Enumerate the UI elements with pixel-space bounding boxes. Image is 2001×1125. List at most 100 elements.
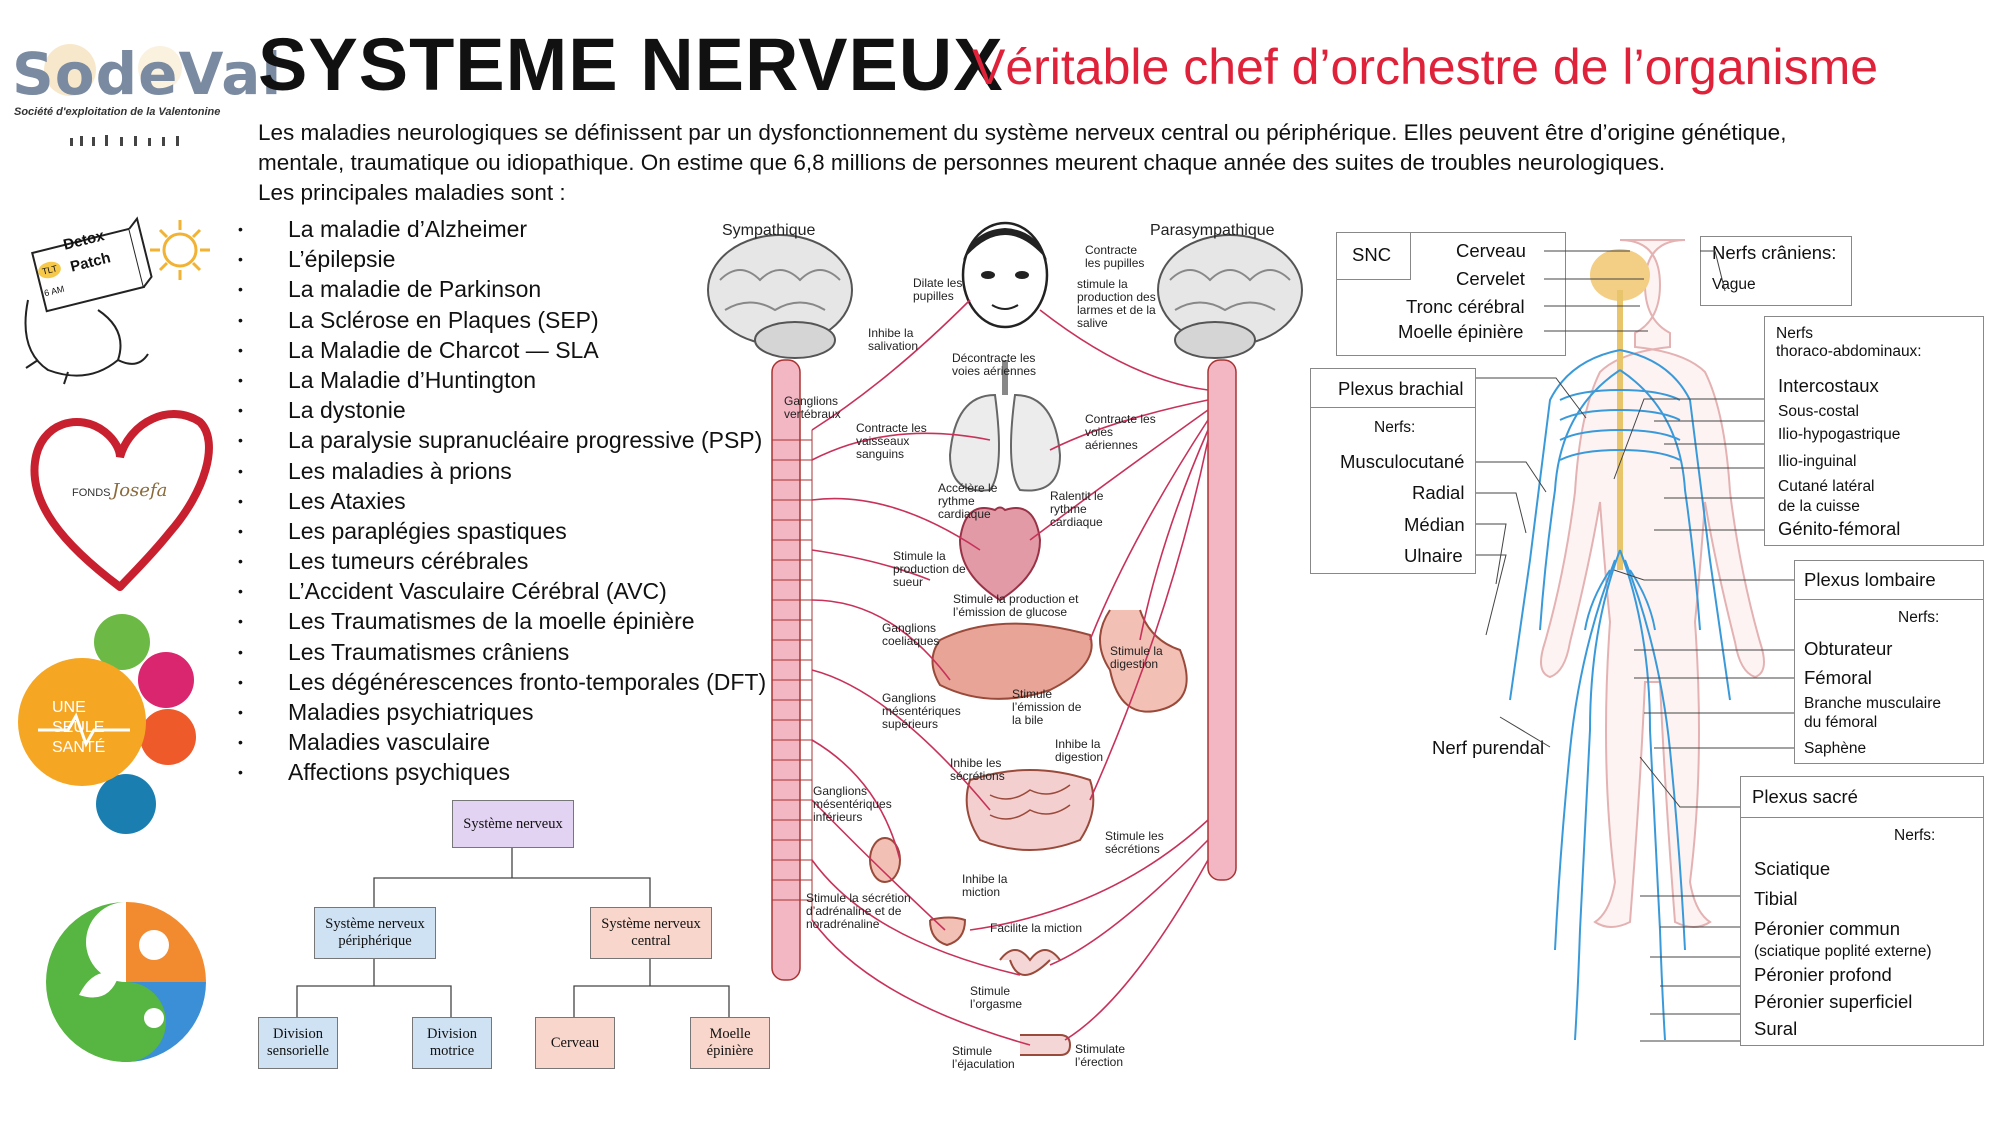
snc-header	[1336, 232, 1411, 280]
ans-label: Ganglions coeliaques	[882, 621, 940, 648]
logo-tagline: Société d'exploitation de la Valentonine	[14, 106, 221, 118]
cutane-label-2: de la cuisse	[1778, 498, 1860, 515]
vague-label: Vague	[1712, 276, 1756, 293]
parasympathique-label: Parasympathique	[1150, 222, 1275, 239]
brain-right-icon	[1157, 234, 1303, 359]
list-item: Les dégénérescences fronto-temporales (D…	[238, 667, 766, 697]
list-item: La Sclérose en Plaques (SEP)	[238, 305, 766, 335]
une-label: UNE	[52, 699, 86, 716]
moelle-label: Moelle épinière	[1398, 321, 1524, 342]
saphene-label: Saphène	[1804, 740, 1867, 757]
hierarchy-brain: Cerveau	[535, 1017, 615, 1069]
fonds-josefa-heart: FONDS Josefa	[20, 392, 220, 597]
nerf-purendal-label: Nerf purendal	[1432, 737, 1545, 758]
hierarchy-spinal: Moelle épinière	[690, 1017, 770, 1069]
ans-label: Décontracte les voies aériennes	[952, 351, 1037, 378]
one-health-icon	[18, 614, 196, 834]
plexus-brachial-header	[1310, 368, 1476, 408]
tibial-label: Tibial	[1754, 888, 1798, 909]
intro-line: Les principales maladies sont :	[258, 180, 566, 205]
peronier-commun-sub-label: (sciatique poplité externe)	[1754, 943, 1932, 960]
list-item: La dystonie	[238, 395, 766, 425]
ans-label: Ganglions vertébraux	[784, 394, 841, 421]
ilio-hypogastrique-label: Ilio-hypogastrique	[1778, 426, 1901, 443]
spinal-cord-right-icon	[1207, 359, 1237, 881]
list-item: La maladie d’Alzheimer	[238, 214, 766, 244]
une-seule-sante-text: UNE SEULE SANTÉ	[52, 698, 105, 758]
hierarchy-sensory: Division sensorielle	[258, 1017, 338, 1069]
plexus-lombaire-header	[1794, 560, 1984, 600]
nerve-network-icon	[1509, 349, 1731, 1041]
musculocutane-label: Musculocutané	[1340, 451, 1465, 472]
sante-label: SANTÉ	[52, 739, 106, 756]
sodeval-logo	[10, 40, 250, 150]
ans-label: Accélère le rythme cardiaque	[938, 481, 998, 521]
nerfs-label: Nerfs:	[1374, 419, 1416, 436]
heart-icon	[30, 410, 213, 591]
list-item: Les Traumatismes de la moelle épinière	[238, 606, 766, 636]
genito-femoral-label: Génito-fémoral	[1778, 518, 1901, 539]
list-item: Les tumeurs cérébrales	[238, 546, 766, 576]
josefa-label: Josefa	[112, 480, 168, 501]
intro-text: Les maladies neurologiques se définissen…	[258, 118, 1858, 208]
ulnaire-label: Ulnaire	[1404, 545, 1463, 566]
ans-nerve-paths	[811, 299, 1209, 1046]
list-item: La Maladie de Charcot — SLA	[238, 335, 766, 365]
hierarchy-motor: Division motrice	[412, 1017, 492, 1069]
logo-wordmark: SodeVal	[12, 40, 283, 108]
list-item: Maladies psychiatriques	[238, 697, 766, 727]
list-item: Les Traumatismes crâniens	[238, 637, 766, 667]
fonds-label: FONDS	[72, 487, 111, 499]
nerfs-craniens-label: Nerfs crâniens:	[1712, 242, 1837, 263]
ans-label: Stimule les sécrétions	[1105, 829, 1164, 856]
nerfs-label: Nerfs:	[1898, 609, 1940, 626]
intro-line: Les maladies neurologiques se définissen…	[258, 120, 1787, 145]
cutane-label-1: Cutané latéral	[1778, 478, 1875, 495]
plexus-sacre-header	[1740, 776, 1984, 818]
nerfs-label: Nerfs:	[1894, 827, 1936, 844]
cerveau-label: Cerveau	[1456, 240, 1526, 261]
sural-label: Sural	[1754, 1018, 1798, 1039]
list-item: Les maladies à prions	[238, 456, 766, 486]
disease-list: La maladie d’Alzheimer L’épilepsie La ma…	[238, 214, 766, 788]
radial-label: Radial	[1412, 482, 1465, 503]
hierarchy-connectors	[296, 846, 730, 1017]
ans-label: Facilite la miction	[990, 921, 1083, 935]
branche-label-2: du fémoral	[1804, 714, 1878, 731]
thoraco-title-1: Nerfs	[1776, 325, 1814, 342]
ans-label: Contracte les pupilles	[1085, 243, 1145, 270]
body-map-leader-lines	[1476, 250, 1794, 1042]
hand-leaf-paw-icon	[46, 902, 206, 1062]
ans-label: Dilate les pupilles	[913, 276, 963, 303]
detox-patch-icon	[24, 216, 210, 385]
ans-label: Inhibe les sécrétions	[950, 756, 1005, 783]
plexus-sacre-label: Plexus sacré	[1752, 786, 1858, 807]
list-item: Les Ataxies	[238, 486, 766, 516]
head-icon	[961, 221, 1049, 329]
list-item: Maladies vasculaire	[238, 727, 766, 757]
plexus-brachial-label: Plexus brachial	[1338, 378, 1464, 399]
hierarchy-root: Système nerveux	[452, 800, 574, 848]
ans-label: Stimule la digestion	[1110, 644, 1163, 671]
branche-label-1: Branche musculaire	[1804, 695, 1941, 712]
list-item: La maladie de Parkinson	[238, 274, 766, 304]
ans-label: Ganglions mésentériques inférieurs	[813, 784, 892, 824]
hierarchy-peripheral: Système nerveux périphérique	[314, 907, 436, 959]
uterus-icon	[999, 949, 1061, 976]
thoraco-title-2: thoraco-abdominaux:	[1776, 343, 1922, 360]
body-nervous-system-figure	[1509, 239, 1765, 1041]
page-title: SYSTEME NERVEUX	[258, 23, 1004, 106]
snc-label: SNC	[1352, 244, 1392, 265]
hand-leaf-paw-logo	[44, 900, 209, 1065]
list-item: Affections psychiques	[238, 757, 766, 787]
cervelet-label: Cervelet	[1456, 268, 1525, 289]
une-seule-sante-logo: UNE SEULE SANTÉ	[18, 612, 208, 842]
ans-label: Inhibe la salivation	[868, 326, 919, 353]
ans-label: Contracte les voies aériennes	[1085, 412, 1156, 452]
autonomic-nervous-system-diagram	[707, 221, 1303, 1056]
list-item: L’épilepsie	[238, 244, 766, 274]
sympathique-label: Sympathique	[722, 222, 816, 239]
intercostaux-label: Intercostaux	[1778, 375, 1879, 396]
ans-label: Stimulate l’érection	[1075, 1042, 1126, 1069]
list-item: La paralysie supranucléaire progressive …	[238, 425, 766, 455]
